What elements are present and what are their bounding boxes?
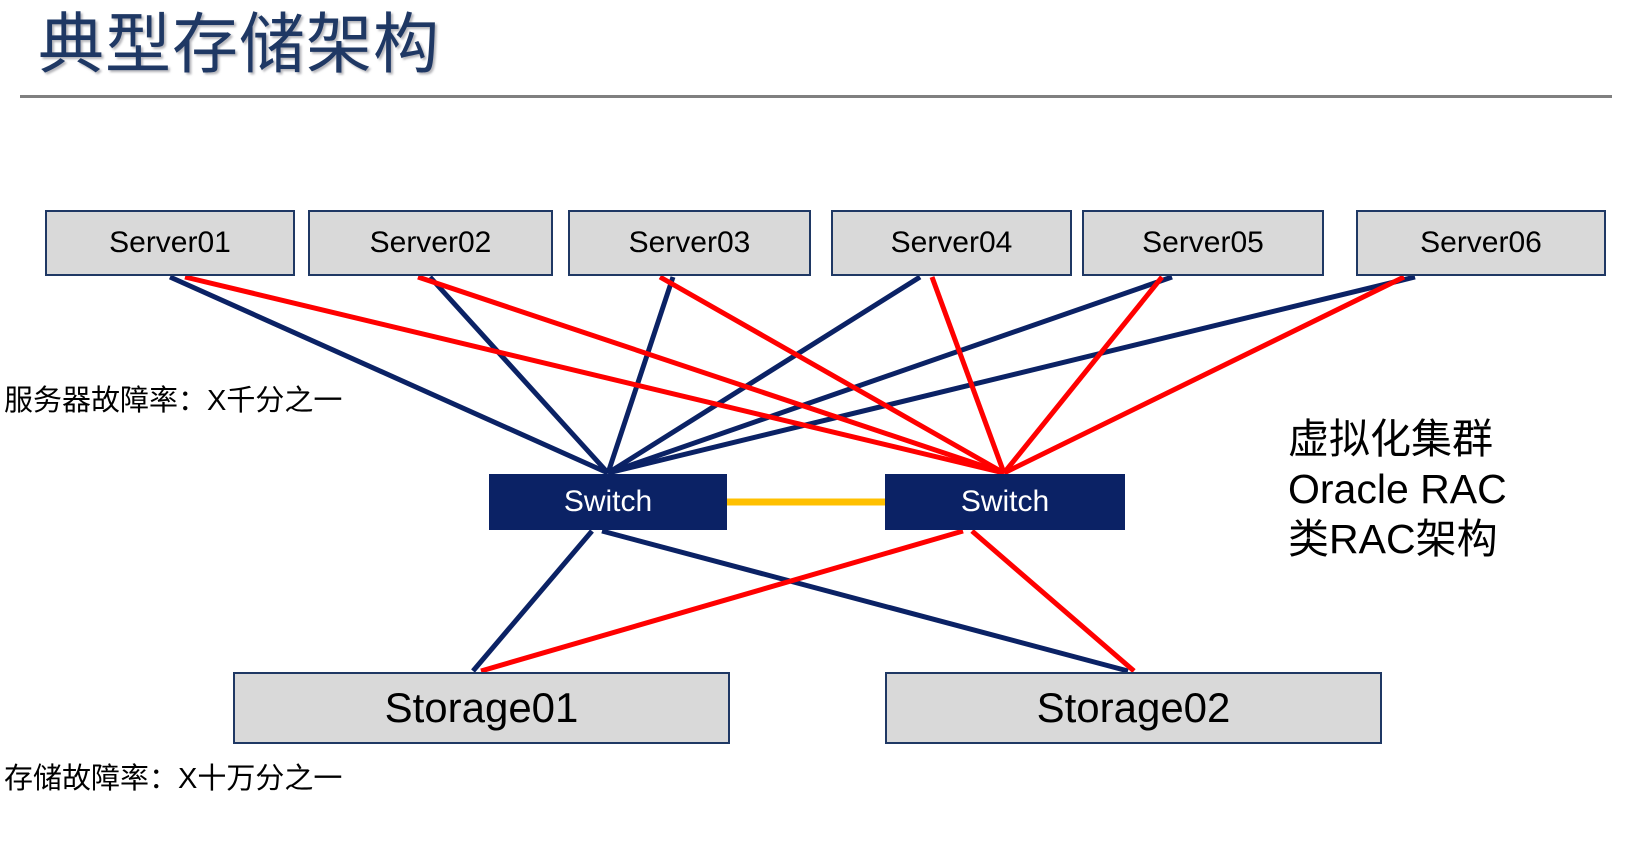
link-server03-switch-left bbox=[605, 276, 676, 474]
link-switch-left-storage01 bbox=[471, 529, 594, 673]
cluster-note-line-2: Oracle RAC bbox=[1288, 466, 1507, 512]
link-server04-switch-right bbox=[929, 276, 1007, 474]
link-server01-switch-right bbox=[184, 274, 1005, 476]
node-switch-right-label: Switch bbox=[960, 485, 1050, 518]
node-storage02-label: Storage02 bbox=[1036, 684, 1231, 731]
node-server06-label: Server06 bbox=[1420, 226, 1542, 259]
node-switch-left[interactable]: Switch bbox=[489, 474, 727, 530]
link-server04-switch-left bbox=[606, 274, 922, 476]
blue-server-links bbox=[168, 274, 1416, 476]
link-switch-right-storage01 bbox=[480, 528, 964, 674]
switch-storage-links bbox=[471, 528, 1136, 674]
title-divider bbox=[20, 95, 1612, 98]
link-server05-switch-left bbox=[607, 274, 1173, 476]
cluster-note-line-1: 虚拟化集群 bbox=[1288, 416, 1493, 462]
link-server02-switch-right bbox=[417, 274, 1005, 476]
node-switch-right[interactable]: Switch bbox=[885, 474, 1125, 530]
link-server01-switch-left bbox=[168, 274, 610, 476]
link-server06-switch-right bbox=[1002, 274, 1406, 476]
node-server01-label: Server01 bbox=[109, 226, 231, 259]
node-server03[interactable]: Server03 bbox=[568, 210, 811, 276]
link-switch-left-storage02 bbox=[601, 528, 1129, 674]
annotation-storage-failure-rate: 存储故障率：X十万分之一 bbox=[4, 763, 343, 795]
link-server05-switch-right bbox=[1002, 275, 1164, 475]
link-server06-switch-left bbox=[607, 274, 1416, 476]
link-server03-switch-right bbox=[658, 274, 1006, 476]
node-storage01-label: Storage01 bbox=[384, 684, 579, 731]
node-server05-label: Server05 bbox=[1142, 226, 1264, 259]
node-server05[interactable]: Server05 bbox=[1082, 210, 1324, 276]
node-switch-left-label: Switch bbox=[563, 485, 653, 518]
node-server04[interactable]: Server04 bbox=[831, 210, 1072, 276]
link-switch-right-storage02 bbox=[970, 529, 1136, 673]
page-title: 典型存储架构 bbox=[38, 7, 440, 81]
node-server06[interactable]: Server06 bbox=[1356, 210, 1606, 276]
annotation-cluster-notes: 虚拟化集群 Oracle RAC 类RAC架构 bbox=[1288, 414, 1507, 564]
annotation-server-failure-rate: 服务器故障率：X千分之一 bbox=[4, 385, 343, 417]
cluster-note-line-3: 类RAC架构 bbox=[1288, 516, 1498, 562]
node-server02[interactable]: Server02 bbox=[308, 210, 553, 276]
node-storage01[interactable]: Storage01 bbox=[233, 672, 730, 744]
red-server-links bbox=[184, 274, 1406, 476]
node-server02-label: Server02 bbox=[369, 226, 492, 259]
node-server03-label: Server03 bbox=[628, 226, 751, 259]
node-server04-label: Server04 bbox=[890, 226, 1013, 259]
node-server01[interactable]: Server01 bbox=[45, 210, 295, 276]
link-server02-switch-left bbox=[428, 275, 610, 475]
node-storage02[interactable]: Storage02 bbox=[885, 672, 1382, 744]
